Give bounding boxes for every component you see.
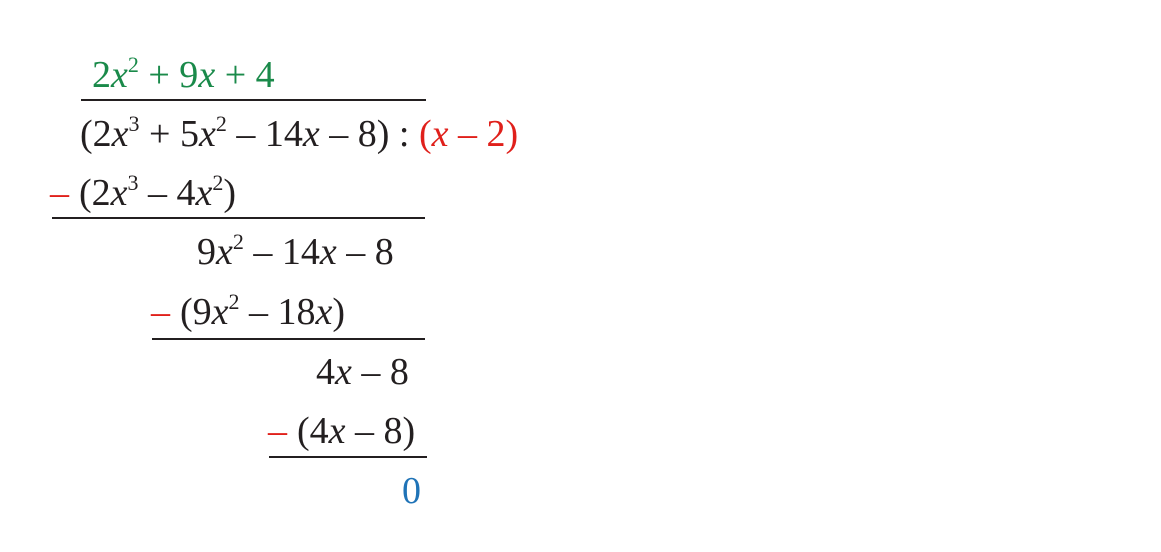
divider-line-1	[52, 217, 425, 219]
divisor: (x – 2)	[419, 113, 518, 155]
colon: :	[389, 113, 419, 155]
remainder-var: x	[335, 351, 352, 393]
remainder-term: – 14	[243, 231, 320, 273]
step-exp: 2	[228, 289, 240, 314]
dividend-term: – 8)	[319, 113, 390, 155]
quotient-divider-line	[81, 99, 426, 101]
step-term: (2	[79, 172, 111, 214]
step-term: )	[332, 291, 346, 333]
step-var: x	[110, 172, 128, 214]
remainder-var: x	[216, 231, 233, 273]
subtraction-step-3: –(4x – 8)	[268, 412, 415, 450]
step-var: x	[328, 410, 346, 452]
remainder-1: 9x2 – 14x – 8	[197, 231, 394, 273]
remainder-exp: 2	[232, 229, 244, 254]
remainder-term: – 8	[351, 351, 409, 393]
divisor-term: – 2)	[448, 113, 519, 155]
step-var: x	[195, 172, 213, 214]
step-var: x	[211, 291, 229, 333]
quotient-term: + 9	[138, 54, 199, 96]
divider-line-3	[269, 456, 427, 458]
dividend-exp: 3	[128, 111, 140, 136]
minus-sign: –	[268, 410, 287, 452]
step-term: (4	[297, 410, 329, 452]
quotient-coef: 2	[92, 54, 111, 96]
minus-sign: –	[50, 172, 69, 214]
remainder-term: – 8	[336, 231, 394, 273]
quotient-term: + 4	[215, 54, 275, 96]
step-exp: 2	[212, 170, 224, 195]
divisor-var: x	[431, 113, 449, 155]
step-term: – 8)	[345, 410, 416, 452]
step-term: – 18	[239, 291, 316, 333]
quotient-var: x	[111, 54, 128, 96]
minus-sign: –	[151, 291, 170, 333]
step-exp: 3	[127, 170, 139, 195]
dividend-var: x	[111, 113, 129, 155]
final-remainder: 0	[402, 470, 421, 512]
quotient-var: x	[198, 54, 216, 96]
dividend-term: (2	[80, 113, 112, 155]
division-expression: (2x3 + 5x2 – 14x – 8) : (x – 2)	[80, 113, 518, 155]
remainder-term: 9	[197, 231, 216, 273]
remainder-2: 4x – 8	[316, 353, 409, 391]
subtraction-step-2: –(9x2 – 18x)	[151, 291, 346, 333]
step-term: (9	[180, 291, 212, 333]
step-term: – 4	[138, 172, 196, 214]
dividend-exp: 2	[215, 111, 227, 136]
step-var: x	[315, 291, 333, 333]
dividend-term: – 14	[226, 113, 303, 155]
remainder-term: 4	[316, 351, 335, 393]
step-term: )	[223, 172, 237, 214]
dividend-var: x	[302, 113, 320, 155]
subtraction-step-1: –(2x3 – 4x2)	[50, 172, 237, 214]
remainder-var: x	[319, 231, 337, 273]
divider-line-2	[152, 338, 425, 340]
quotient-exp: 2	[127, 52, 139, 77]
divisor-term: (	[418, 113, 432, 155]
dividend: (2x3 + 5x2 – 14x – 8)	[80, 113, 389, 155]
dividend-term: + 5	[139, 113, 199, 155]
quotient: 2x2 + 9x + 4	[92, 54, 275, 96]
dividend-var: x	[198, 113, 216, 155]
